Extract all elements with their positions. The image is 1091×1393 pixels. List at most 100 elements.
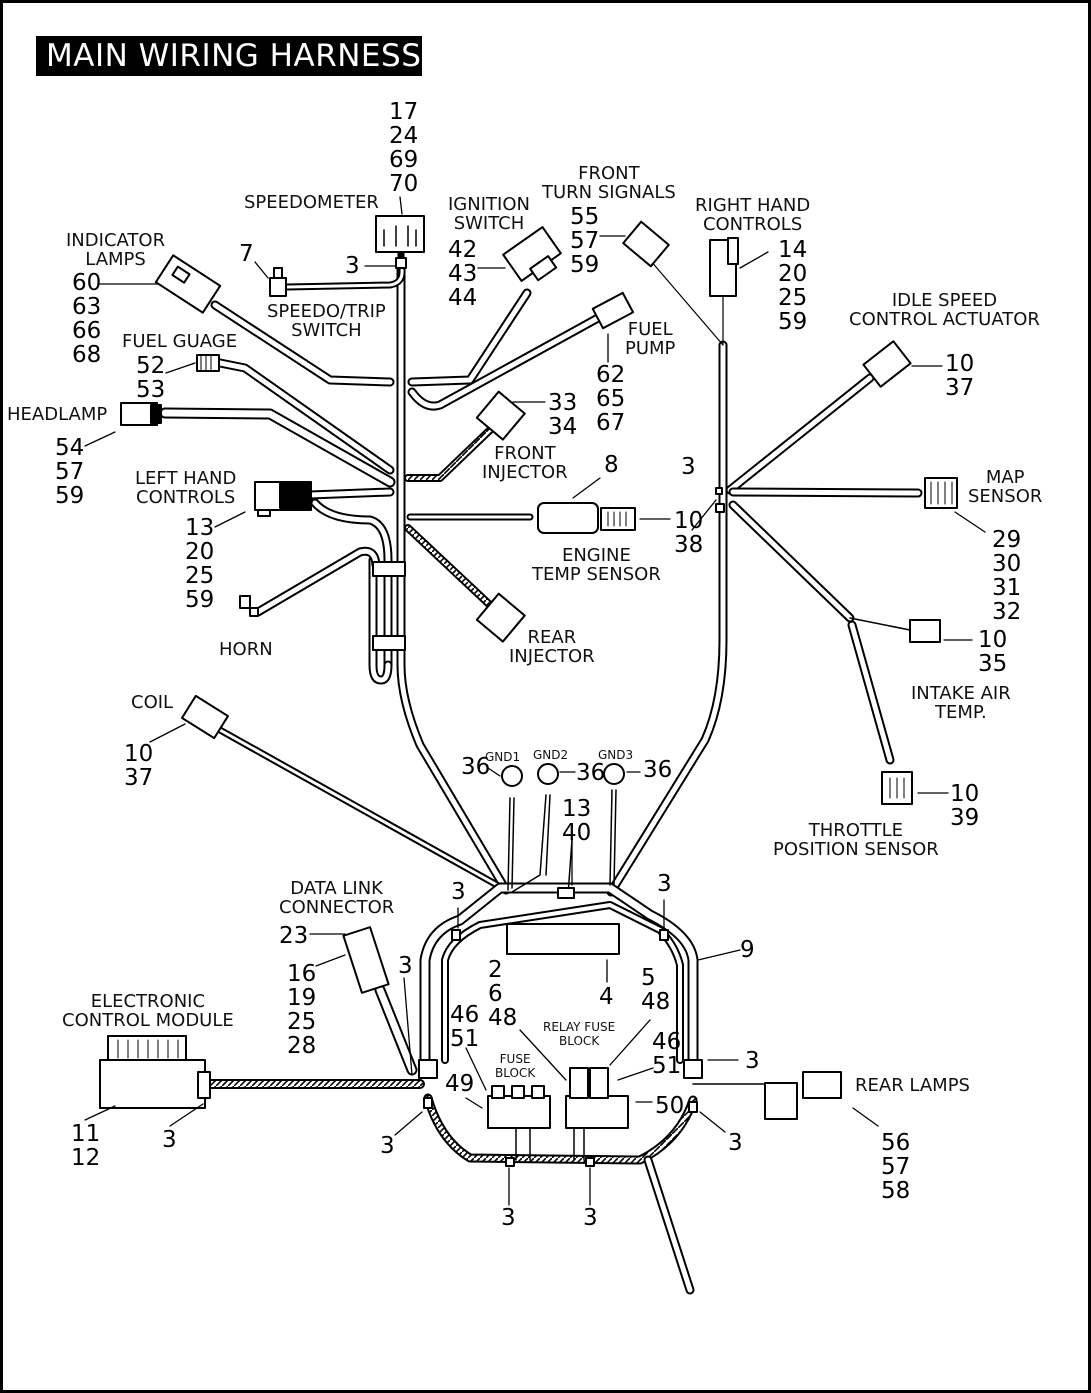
label-indicator-lamps: INDICATOR LAMPS (66, 230, 166, 270)
callout-relay-block: 50 (655, 1093, 685, 1119)
callout-intake-air: 10 35 (978, 627, 1008, 677)
ecu-connector-left (418, 1059, 438, 1079)
gnd3-ring (603, 763, 625, 785)
harness-clamp-upper (372, 561, 406, 577)
callout-fuel-pump: 62 65 67 (596, 362, 626, 436)
callout-left-hand: 13 20 25 59 (185, 515, 215, 613)
speedometer-connector (375, 215, 425, 253)
page-title: MAIN WIRING HARNESS (36, 36, 422, 76)
clip-c (423, 1097, 433, 1109)
label-map-sensor: MAP SENSOR (968, 467, 1043, 507)
rear-injector-body (475, 592, 526, 643)
callout-clip-dlc: 3 (398, 953, 413, 979)
ecu-connector-right (683, 1059, 703, 1079)
callout-data-link: 23 (279, 923, 309, 949)
callout-fuse-left: 46 51 (450, 1002, 480, 1052)
callout-ground-strap: 13 40 (562, 796, 592, 846)
idle-speed-connector (862, 340, 912, 388)
callout-gnd2: 36 (576, 760, 606, 786)
callout-data-link-parts: 16 19 25 28 (287, 961, 317, 1059)
intake-air-temp-connector (909, 619, 941, 643)
leader-lines (84, 196, 986, 1206)
label-fuel-gauge: FUEL GUAGE (122, 331, 238, 352)
label-fuel-pump: FUEL PUMP (625, 319, 676, 359)
callout-speedometer: 17 24 69 70 (389, 99, 419, 197)
callout-clip-bottom-left: 3 (501, 1205, 516, 1231)
coil-connector (180, 694, 230, 740)
ecm-cover (506, 923, 620, 955)
label-speedometer: SPEEDOMETER (244, 192, 379, 213)
label-ignition-switch: IGNITION SWITCH (448, 194, 530, 234)
label-fuse-block: FUSE BLOCK (495, 1052, 536, 1080)
label-gnd2: GND2 (533, 748, 569, 762)
callout-clip-lower-right: 3 (728, 1130, 743, 1156)
horn-connector (239, 595, 251, 609)
callout-coil: 10 37 (124, 741, 154, 791)
label-electronic-control-module: ELECTRONIC CONTROL MODULE (62, 991, 234, 1031)
clip-h (715, 487, 723, 495)
front-turn-signals-connector (622, 220, 670, 268)
speedometer-clip (395, 257, 407, 269)
label-data-link-connector: DATA LINK CONNECTOR (279, 878, 395, 918)
callout-engine-temp-top: 8 (604, 452, 619, 478)
right-hand-controls-connector (709, 239, 737, 297)
label-horn: HORN (219, 639, 273, 660)
callout-headlamp: 54 57 59 (55, 435, 85, 509)
callout-map-sensor: 29 30 31 32 (992, 527, 1022, 625)
indicator-lamps-connector (154, 254, 222, 314)
callout-speedo-clip: 3 (345, 253, 360, 279)
label-coil: COIL (131, 692, 174, 713)
callout-rear-lamps: 56 57 58 (881, 1130, 911, 1204)
label-left-hand-controls: LEFT HAND CONTROLS (135, 468, 237, 508)
fuse-block-body (487, 1095, 551, 1129)
label-idle-speed-control-actuator: IDLE SPEED CONTROL ACTUATOR (849, 290, 1040, 330)
label-rear-injector: REAR INJECTOR (509, 627, 595, 667)
callout-idle-speed: 10 37 (945, 351, 975, 401)
callout-ecm-cover: 4 (599, 984, 614, 1010)
label-gnd1: GND1 (485, 750, 521, 764)
clip-f (585, 1157, 595, 1167)
callout-ecm: 11 12 (71, 1121, 101, 1171)
clip-b (659, 929, 669, 941)
label-throttle-position-sensor: THROTTLE POSITION SENSOR (773, 820, 939, 860)
callout-clip-upper-right: 3 (657, 871, 672, 897)
callout-clip-right-mid: 3 (745, 1048, 760, 1074)
clip-g (715, 503, 725, 513)
clip-e (505, 1157, 515, 1167)
gnd2-ring (537, 763, 559, 785)
label-rear-lamps: REAR LAMPS (855, 1075, 970, 1096)
callout-right-clip: 3 (681, 454, 696, 480)
callout-turn-signals: 55 57 59 (570, 204, 600, 278)
gnd1-ring (501, 765, 523, 787)
callout-fuel-gauge: 52 53 (136, 353, 166, 403)
callout-clip-bottom-right: 3 (583, 1205, 598, 1231)
clip-d (688, 1101, 698, 1113)
ground-strap-clip (557, 887, 575, 899)
relay-fuse-block-body (565, 1095, 629, 1129)
label-relay-fuse-block: RELAY FUSE BLOCK (543, 1020, 616, 1048)
rear-lamps-connector (802, 1071, 842, 1099)
label-engine-temp-sensor: ENGINE TEMP SENSOR (532, 545, 661, 585)
speedo-trip-switch-connector (269, 277, 287, 297)
data-link-connector (342, 926, 390, 994)
engine-temp-sensor-body (537, 502, 599, 534)
engine-temp-connector (600, 507, 636, 531)
label-gnd3: GND3 (598, 748, 634, 762)
rear-lamps-body (764, 1082, 798, 1120)
harness-clamp-lower (372, 635, 406, 651)
callout-fuse-right: 46 51 (652, 1029, 682, 1079)
callout-relay-right: 5 48 (641, 965, 671, 1015)
callout-clip-lower-left: 3 (380, 1133, 395, 1159)
label-intake-air-temp: INTAKE AIR TEMP. (911, 683, 1011, 723)
clip-a (451, 929, 461, 941)
callout-indicator-lamps: 60 63 66 68 (72, 270, 102, 368)
callout-clip-upper-left: 3 (451, 879, 466, 905)
callout-tps: 10 39 (950, 781, 980, 831)
callout-right-hand: 14 20 25 59 (778, 237, 808, 335)
callout-relay-left: 2 6 48 (488, 957, 518, 1031)
harness-wires (159, 238, 923, 1295)
fuel-pump-connector (591, 291, 635, 330)
label-headlamp: HEADLAMP (7, 404, 108, 425)
